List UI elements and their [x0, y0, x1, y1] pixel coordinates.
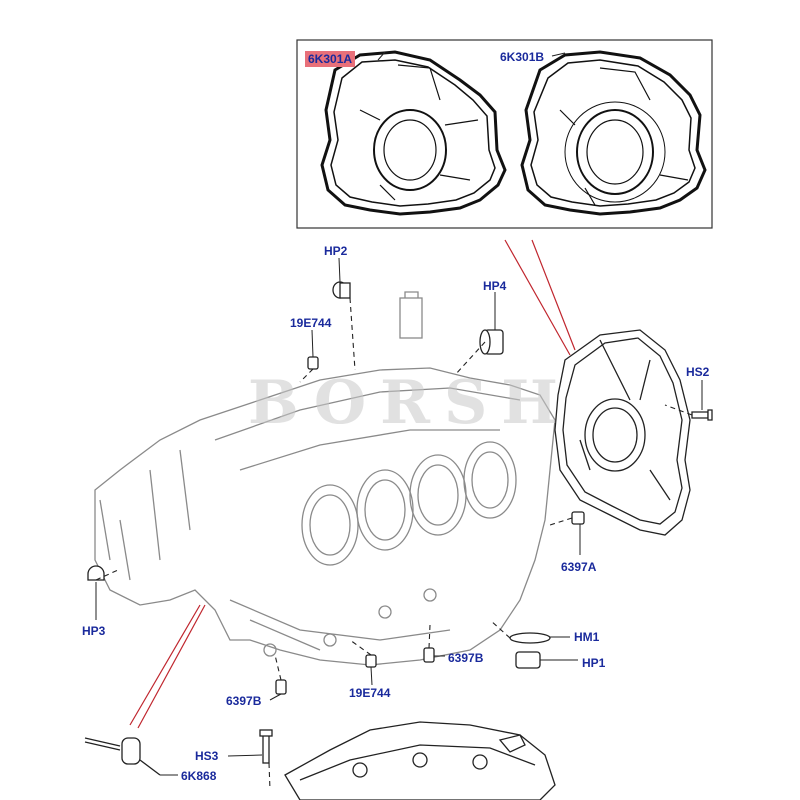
callout-19e744-bottom[interactable]: 19E744	[349, 686, 391, 700]
dashed-leader-lines	[95, 297, 693, 791]
oil-pan-drawing	[284, 721, 556, 800]
callout-6397b-mid[interactable]: 6397B	[448, 651, 484, 665]
callout-6397b-bottom[interactable]: 6397B	[226, 694, 262, 708]
red-leader-lines	[129, 239, 576, 729]
gasket-6k301a-drawing	[320, 50, 507, 216]
callout-hs2[interactable]: HS2	[686, 365, 710, 379]
callout-19e744-top[interactable]: 19E744	[290, 316, 332, 330]
callout-hm1[interactable]: HM1	[574, 630, 600, 644]
callout-hp2[interactable]: HP2	[324, 244, 348, 258]
callout-6k301b[interactable]: 6K301B	[500, 50, 545, 64]
callout-hp4[interactable]: HP4	[483, 279, 507, 293]
gasket-6k301b-drawing	[520, 50, 707, 216]
label-leaders	[95, 51, 703, 776]
callout-6k868[interactable]: 6K868	[181, 769, 217, 783]
rear-cover-plate-drawing	[554, 329, 691, 536]
callout-hp3[interactable]: HP3	[82, 624, 106, 638]
small-parts	[84, 281, 713, 776]
callout-hs3[interactable]: HS3	[195, 749, 219, 763]
callout-6k301a[interactable]: 6K301A	[305, 51, 356, 67]
gasket-inset-frame	[296, 39, 713, 229]
engine-block-drawing	[94, 291, 556, 666]
callout-6397a[interactable]: 6397A	[561, 560, 597, 574]
callout-hp1[interactable]: HP1	[582, 656, 606, 670]
